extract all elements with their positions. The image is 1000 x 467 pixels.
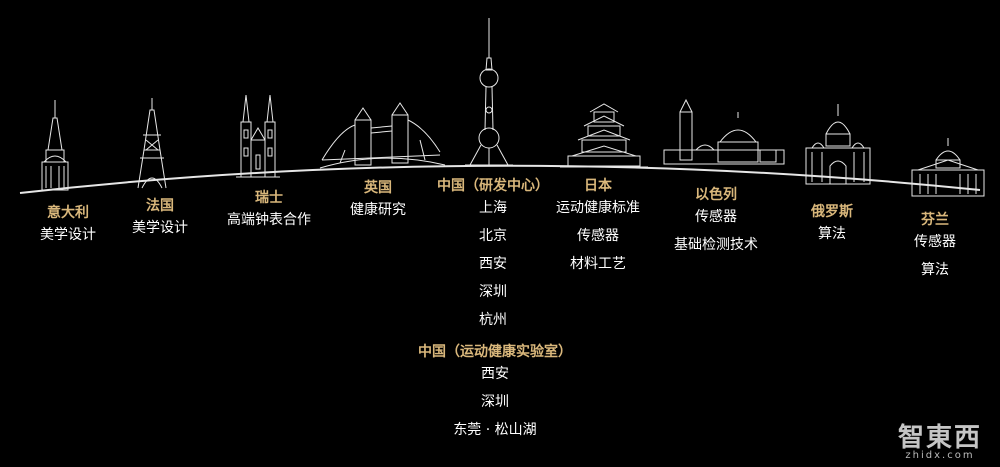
country-label: 法国 (146, 198, 174, 214)
list-item: 算法 (921, 262, 949, 278)
list-item: 美学设计 (40, 227, 96, 243)
country-label: 以色列 (695, 187, 737, 203)
country-label: 日本 (584, 178, 612, 194)
list-item: 算法 (818, 226, 846, 242)
list-item: 材料工艺 (570, 256, 626, 272)
column-china-rd: 中国（研发中心） 上海 北京 西安 深圳 杭州 (437, 176, 549, 338)
list-item: 传感器 (577, 228, 619, 244)
country-label: 中国（运动健康实验室） (418, 344, 572, 360)
column-italy: 意大利 美学设计 (40, 203, 96, 253)
list-item: 西安 (481, 366, 509, 382)
list-item: 北京 (479, 228, 507, 244)
helsinki-cathedral-icon (911, 138, 985, 197)
list-item: 基础检测技术 (674, 237, 758, 253)
list-item: 健康研究 (350, 202, 406, 218)
list-item: 杭州 (479, 312, 507, 328)
tower-bridge-icon (319, 102, 446, 169)
list-item: 运动健康标准 (556, 200, 640, 216)
list-item: 深圳 (481, 394, 509, 410)
jerusalem-skyline-icon (663, 98, 785, 165)
column-israel: 以色列 传感器 基础检测技术 (674, 185, 758, 263)
st-petersburg-cathedral-icon (805, 104, 871, 185)
list-item: 东莞 · 松山湖 (453, 422, 537, 438)
list-item: 西安 (479, 256, 507, 272)
list-item: 美学设计 (132, 220, 188, 236)
swiss-cathedral-icon (236, 94, 280, 178)
column-finland: 芬兰 传感器 算法 (914, 210, 956, 288)
column-uk: 英国 健康研究 (350, 178, 406, 228)
list-item: 上海 (479, 200, 507, 216)
list-item: 传感器 (695, 209, 737, 225)
country-label: 意大利 (47, 205, 89, 221)
horizon-arc (19, 164, 981, 194)
country-label: 瑞士 (255, 190, 283, 206)
mole-antonelliana-icon (41, 100, 69, 191)
column-russia: 俄罗斯 算法 (811, 202, 853, 252)
column-japan: 日本 运动健康标准 传感器 材料工艺 (556, 176, 640, 282)
country-label: 芬兰 (921, 212, 949, 228)
country-label: 中国（研发中心） (437, 178, 549, 194)
eiffel-tower-icon (137, 98, 167, 189)
osaka-castle-icon (560, 103, 648, 168)
country-label: 英国 (364, 180, 392, 196)
zhidx-watermark: 智東西 zhidx.com (898, 417, 982, 461)
country-label: 俄罗斯 (811, 204, 853, 220)
watermark-url: zhidx.com (905, 450, 975, 461)
column-china-lab: 中国（运动健康实验室） 西安 深圳 东莞 · 松山湖 (418, 342, 572, 448)
list-item: 高端钟表合作 (227, 212, 311, 228)
column-switzerland: 瑞士 高端钟表合作 (227, 188, 311, 238)
oriental-pearl-tower-icon (465, 18, 513, 166)
list-item: 深圳 (479, 284, 507, 300)
column-france: 法国 美学设计 (132, 196, 188, 246)
watermark-logo: 智東西 (897, 423, 982, 453)
list-item: 传感器 (914, 234, 956, 250)
